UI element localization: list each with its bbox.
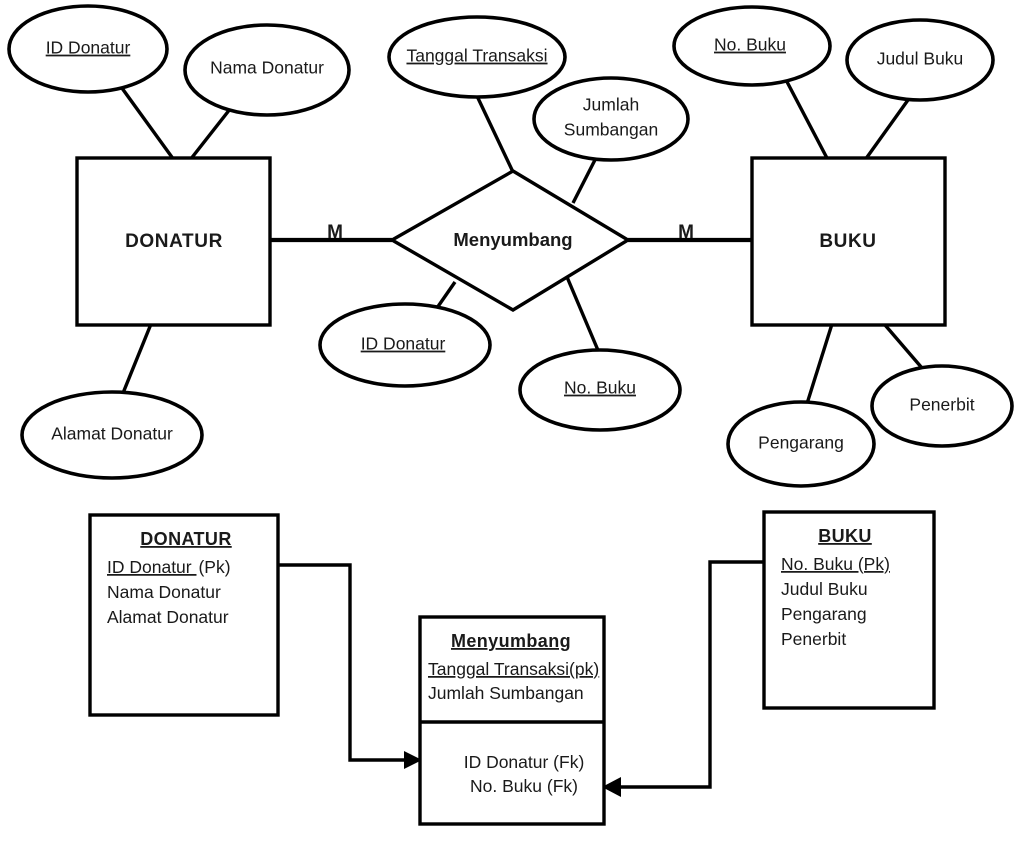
schema-table-menyumbang-field-top-0: Tanggal Transaksi(pk) — [428, 659, 599, 679]
attribute-nama-donatur-ellipse — [183, 23, 351, 117]
schema-table-buku-field-0: No. Buku (Pk) — [781, 554, 890, 574]
attribute-no-buku-top[interactable]: No. Buku — [672, 5, 832, 87]
entity-buku[interactable]: BUKU — [750, 156, 947, 327]
attribute-judul-buku-ellipse — [845, 18, 995, 102]
entity-buku-box — [750, 156, 947, 327]
schema-table-donatur-field-1: Nama Donatur — [107, 582, 221, 602]
entity-buku-label: BUKU — [819, 231, 876, 252]
attribute-id-donatur-top[interactable]: ID Donatur — [7, 4, 169, 94]
link-buku-to-pengarang — [803, 323, 834, 411]
schema-connectors — [278, 560, 764, 797]
attribute-penerbit-ellipse — [870, 364, 1014, 448]
attribute-no-buku-rel-label: No. Buku — [564, 378, 636, 398]
er-connector-lines — [117, 77, 924, 411]
attribute-nama-donatur-label: Nama Donatur — [210, 58, 324, 78]
attribute-jumlah-sumbangan-ellipse — [532, 76, 690, 162]
link-menyumbang-to-no-buku — [565, 276, 602, 356]
schema-table-buku-field-2: Pengarang — [781, 604, 867, 624]
schema-link-donatur-to-menyumbang — [278, 563, 410, 762]
schema-field-key-name: ID Donatur — [107, 557, 196, 577]
attribute-id-donatur-rel-ellipse — [318, 302, 492, 388]
schema-table-donatur-title: DONATUR — [140, 529, 231, 549]
attribute-alamat-donatur-ellipse — [20, 390, 204, 480]
attribute-jumlah-sumbangan-label-line1: Jumlah — [583, 95, 639, 115]
relationship-menyumbang-diamond — [388, 169, 632, 312]
attribute-no-buku-top-label: No. Buku — [714, 35, 786, 55]
attribute-id-donatur-top-ellipse — [7, 4, 169, 94]
schema-link-buku-to-menyumbang — [618, 560, 764, 789]
attribute-nama-donatur[interactable]: Nama Donatur — [183, 23, 351, 117]
schema-table-donatur-box — [88, 513, 280, 717]
cardinality-label-right: M — [678, 222, 694, 243]
link-jumlah-to-menyumbang — [571, 153, 600, 204]
link-tanggal-to-menyumbang — [475, 95, 515, 173]
attribute-penerbit-label: Penerbit — [909, 395, 974, 415]
attribute-no-buku-top-ellipse — [672, 5, 832, 87]
schema-arrow-into-menyumbang-left — [404, 751, 422, 769]
attribute-judul-buku[interactable]: Judul Buku — [845, 18, 995, 102]
attribute-judul-buku-label: Judul Buku — [877, 49, 964, 69]
attribute-alamat-donatur-label: Alamat Donatur — [51, 424, 173, 444]
link-donatur-to-alamat — [119, 323, 153, 399]
attribute-id-donatur-rel-label: ID Donatur — [361, 334, 446, 354]
link-judul-buku-to-buku — [863, 99, 910, 161]
link-no-buku-to-buku — [783, 77, 830, 161]
entity-donatur-label: DONATUR — [125, 231, 223, 252]
attribute-id-donatur-rel[interactable]: ID Donatur — [318, 302, 492, 388]
schema-table-menyumbang[interactable]: Menyumbang Tanggal Transaksi(pk) Jumlah … — [418, 615, 606, 826]
attribute-tanggal-transaksi-ellipse — [387, 15, 567, 99]
attribute-tanggal-transaksi[interactable]: Tanggal Transaksi — [387, 15, 567, 99]
schema-table-buku[interactable]: BUKU No. Buku (Pk) Judul Buku Pengarang … — [762, 510, 936, 710]
attribute-no-buku-rel[interactable]: No. Buku — [518, 348, 682, 432]
attribute-jumlah-sumbangan[interactable]: Jumlah Sumbangan — [532, 76, 690, 162]
link-buku-to-penerbit — [883, 323, 924, 370]
cardinality-label-left: M — [327, 222, 343, 243]
link-nama-donatur-to-donatur — [188, 102, 236, 162]
attribute-no-buku-rel-ellipse — [518, 348, 682, 432]
attribute-id-donatur-top-label: ID Donatur — [46, 38, 131, 58]
attribute-penerbit[interactable]: Penerbit — [870, 364, 1014, 448]
attribute-tanggal-transaksi-label: Tanggal Transaksi — [406, 46, 547, 66]
schema-field-key-suffix: (Pk) — [198, 557, 230, 577]
schema-table-menyumbang-field-bottom-1: No. Buku (Fk) — [470, 776, 578, 796]
schema-table-buku-title: BUKU — [818, 526, 872, 546]
schema-table-menyumbang-title: Menyumbang — [451, 631, 571, 651]
relationship-menyumbang-label: Menyumbang — [453, 229, 572, 250]
relationship-menyumbang[interactable]: Menyumbang — [388, 169, 632, 312]
schema-table-menyumbang-field-top-1: Jumlah Sumbangan — [428, 683, 584, 703]
attribute-pengarang-ellipse — [726, 400, 876, 488]
schema-table-buku-box — [762, 510, 936, 710]
link-id-donatur-to-donatur — [117, 83, 176, 161]
schema-table-donatur-field-2: Alamat Donatur — [107, 607, 229, 627]
schema-table-menyumbang-field-bottom-0: ID Donatur (Fk) — [464, 752, 585, 772]
schema-field-pk-name: Tanggal Transaksi(pk) — [428, 659, 599, 679]
entity-donatur[interactable]: DONATUR — [75, 156, 272, 327]
schema-arrow-into-menyumbang-right — [602, 777, 621, 797]
attribute-pengarang-label: Pengarang — [758, 433, 844, 453]
schema-table-donatur-field-0: ID Donatur (Pk) — [107, 557, 231, 577]
schema-table-buku-field-3: Penerbit — [781, 629, 846, 649]
attribute-pengarang[interactable]: Pengarang — [726, 400, 876, 488]
schema-table-buku-field-1: Judul Buku — [781, 579, 868, 599]
schema-table-donatur[interactable]: DONATUR ID Donatur (Pk) Nama Donatur Ala… — [88, 513, 280, 717]
schema-field-pk-name: No. Buku (Pk) — [781, 554, 890, 574]
attribute-alamat-donatur[interactable]: Alamat Donatur — [20, 390, 204, 480]
attribute-jumlah-sumbangan-label-line2: Sumbangan — [564, 120, 658, 140]
entity-donatur-box — [75, 156, 272, 327]
